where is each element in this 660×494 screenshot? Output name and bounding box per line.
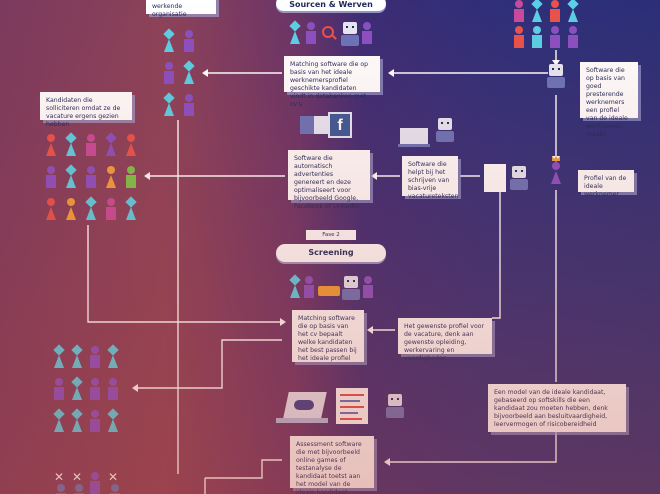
person-icon <box>125 196 137 220</box>
person-icon <box>531 0 543 22</box>
person-icon <box>183 60 195 84</box>
robot-icon <box>341 22 359 46</box>
person-icon <box>56 484 66 494</box>
person-icon <box>514 0 524 22</box>
ideal-worker-icon <box>551 162 561 184</box>
box-kandidaten-solliciteren: Kandidaten die solliciteren omdat ze de … <box>40 92 132 128</box>
person-icon <box>363 276 373 298</box>
person-icon <box>86 166 96 188</box>
puzzle-icon <box>318 286 340 296</box>
person-icon <box>90 346 100 368</box>
box-assessment-software: Assessment software die met bijvoorbeeld… <box>290 436 374 494</box>
person-icon <box>65 164 77 188</box>
person-icon <box>514 26 524 48</box>
person-icon <box>66 198 76 220</box>
person-icon <box>107 408 119 432</box>
person-icon <box>71 408 83 432</box>
person-icon <box>65 132 77 156</box>
phase-title-screening: Screening <box>276 244 386 262</box>
rejected-x-icon: ✕ <box>54 470 65 484</box>
person-icon <box>85 196 97 220</box>
phase-title-sourcen-werven: Sourcen & Werven <box>276 0 386 11</box>
phase-label-fase-2: Fase 2 <box>306 230 356 240</box>
box-model-ideale-kandidaat: Een model van de ideale kandidaat, gebas… <box>488 384 626 432</box>
person-icon <box>90 378 100 400</box>
laptop-icon <box>398 128 430 148</box>
box-bias-vrije-vacatureteksten: Software die helpt bij het schrijven van… <box>402 156 458 200</box>
person-icon <box>550 26 560 48</box>
person-icon <box>46 198 56 220</box>
person-icon <box>306 22 316 44</box>
robot-icon <box>510 166 528 190</box>
robot-icon <box>342 276 360 300</box>
person-icon <box>289 20 301 44</box>
person-icon <box>106 166 116 188</box>
person-icon <box>126 134 136 156</box>
gamepad-icon <box>294 400 314 410</box>
box-software-profile: Software die op basis van goed presteren… <box>580 62 638 138</box>
person-icon <box>53 344 65 368</box>
person-icon <box>90 410 100 432</box>
person-icon <box>71 344 83 368</box>
person-icon <box>46 134 56 156</box>
person-icon <box>71 376 83 400</box>
facebook-logo-icon: f <box>328 112 352 138</box>
person-icon <box>184 30 194 52</box>
rejected-x-icon: ✕ <box>108 470 119 484</box>
person-icon <box>107 344 119 368</box>
person-icon <box>126 166 136 188</box>
person-icon <box>54 378 64 400</box>
person-icon <box>110 484 120 494</box>
person-icon <box>163 28 175 52</box>
person-icon <box>567 0 579 22</box>
person-icon <box>362 22 372 44</box>
person-icon <box>568 26 578 48</box>
person-icon <box>163 92 175 116</box>
person-icon <box>108 378 118 400</box>
box-matching-software-cv: Matching software die op basis van het c… <box>292 310 364 362</box>
crown-icon <box>552 156 560 161</box>
person-icon <box>184 94 194 116</box>
person-icon <box>550 0 560 22</box>
person-icon <box>532 26 542 48</box>
person-icon <box>53 408 65 432</box>
box-advertentie-software: Software die automatisch advertenties ge… <box>288 150 370 210</box>
document-icon <box>484 164 506 192</box>
rejected-x-icon: ✕ <box>72 470 83 484</box>
box-werkende-organisatie: werkende organisatie <box>146 0 216 18</box>
person-icon <box>74 484 84 494</box>
person-icon <box>46 166 56 188</box>
robot-icon <box>547 64 565 88</box>
robot-icon <box>436 118 454 142</box>
person-icon <box>304 276 314 298</box>
person-icon <box>289 274 301 298</box>
box-matching-software-cv-databanken: Matching software die op basis van het i… <box>284 56 380 108</box>
person-icon <box>90 472 100 494</box>
person-icon <box>164 62 174 84</box>
person-icon <box>106 198 116 220</box>
laptop-gamepad-icon <box>276 392 328 426</box>
person-icon <box>105 132 117 156</box>
report-document-icon <box>336 388 368 424</box>
facebook-monitor-icon: f <box>300 112 352 142</box>
box-gewenste-profiel: Het gewenste profiel voor de vacature, d… <box>398 318 492 362</box>
magnifier-icon <box>322 26 334 38</box>
robot-icon <box>386 394 404 418</box>
person-icon <box>86 134 96 156</box>
box-profiel-ideale-werknemer: Profiel van de ideale werknemer <box>578 170 634 198</box>
